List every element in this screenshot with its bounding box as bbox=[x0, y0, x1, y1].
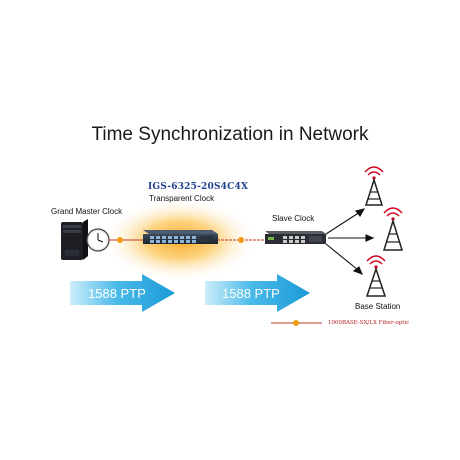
slave-clock-switch-icon bbox=[265, 231, 326, 244]
ptp-arrow-2: 1588 PTP bbox=[205, 274, 310, 312]
tower-icon-middle bbox=[382, 207, 404, 251]
tower-icon-top bbox=[364, 166, 384, 206]
grand-master-clock-label: Grand Master Clock bbox=[51, 207, 123, 216]
base-station-arrows bbox=[325, 208, 375, 275]
slave-clock-label: Slave Clock bbox=[272, 214, 315, 223]
link-node-2 bbox=[238, 237, 244, 243]
legend-fiber-line bbox=[271, 320, 322, 326]
tower-icon-bottom bbox=[365, 255, 387, 297]
ptp-arrow-2-label: 1588 PTP bbox=[222, 286, 280, 301]
link-node-1 bbox=[117, 237, 123, 243]
ptp-arrow-1-label: 1588 PTP bbox=[88, 286, 146, 301]
clock-icon bbox=[86, 228, 110, 252]
page-title: Time Synchronization in Network bbox=[91, 124, 369, 145]
ptp-arrow-1: 1588 PTP bbox=[70, 274, 175, 312]
transparent-clock-label: Transparent Clock bbox=[149, 194, 215, 203]
switch-model-label: IGS-6325-20S4C4X bbox=[148, 182, 249, 192]
legend-label: 1000BASE-SX/LX Fiber-optic bbox=[328, 320, 410, 326]
transparent-clock-switch-icon bbox=[143, 230, 218, 244]
base-station-label: Base Station bbox=[355, 302, 401, 311]
server-icon bbox=[61, 219, 88, 260]
